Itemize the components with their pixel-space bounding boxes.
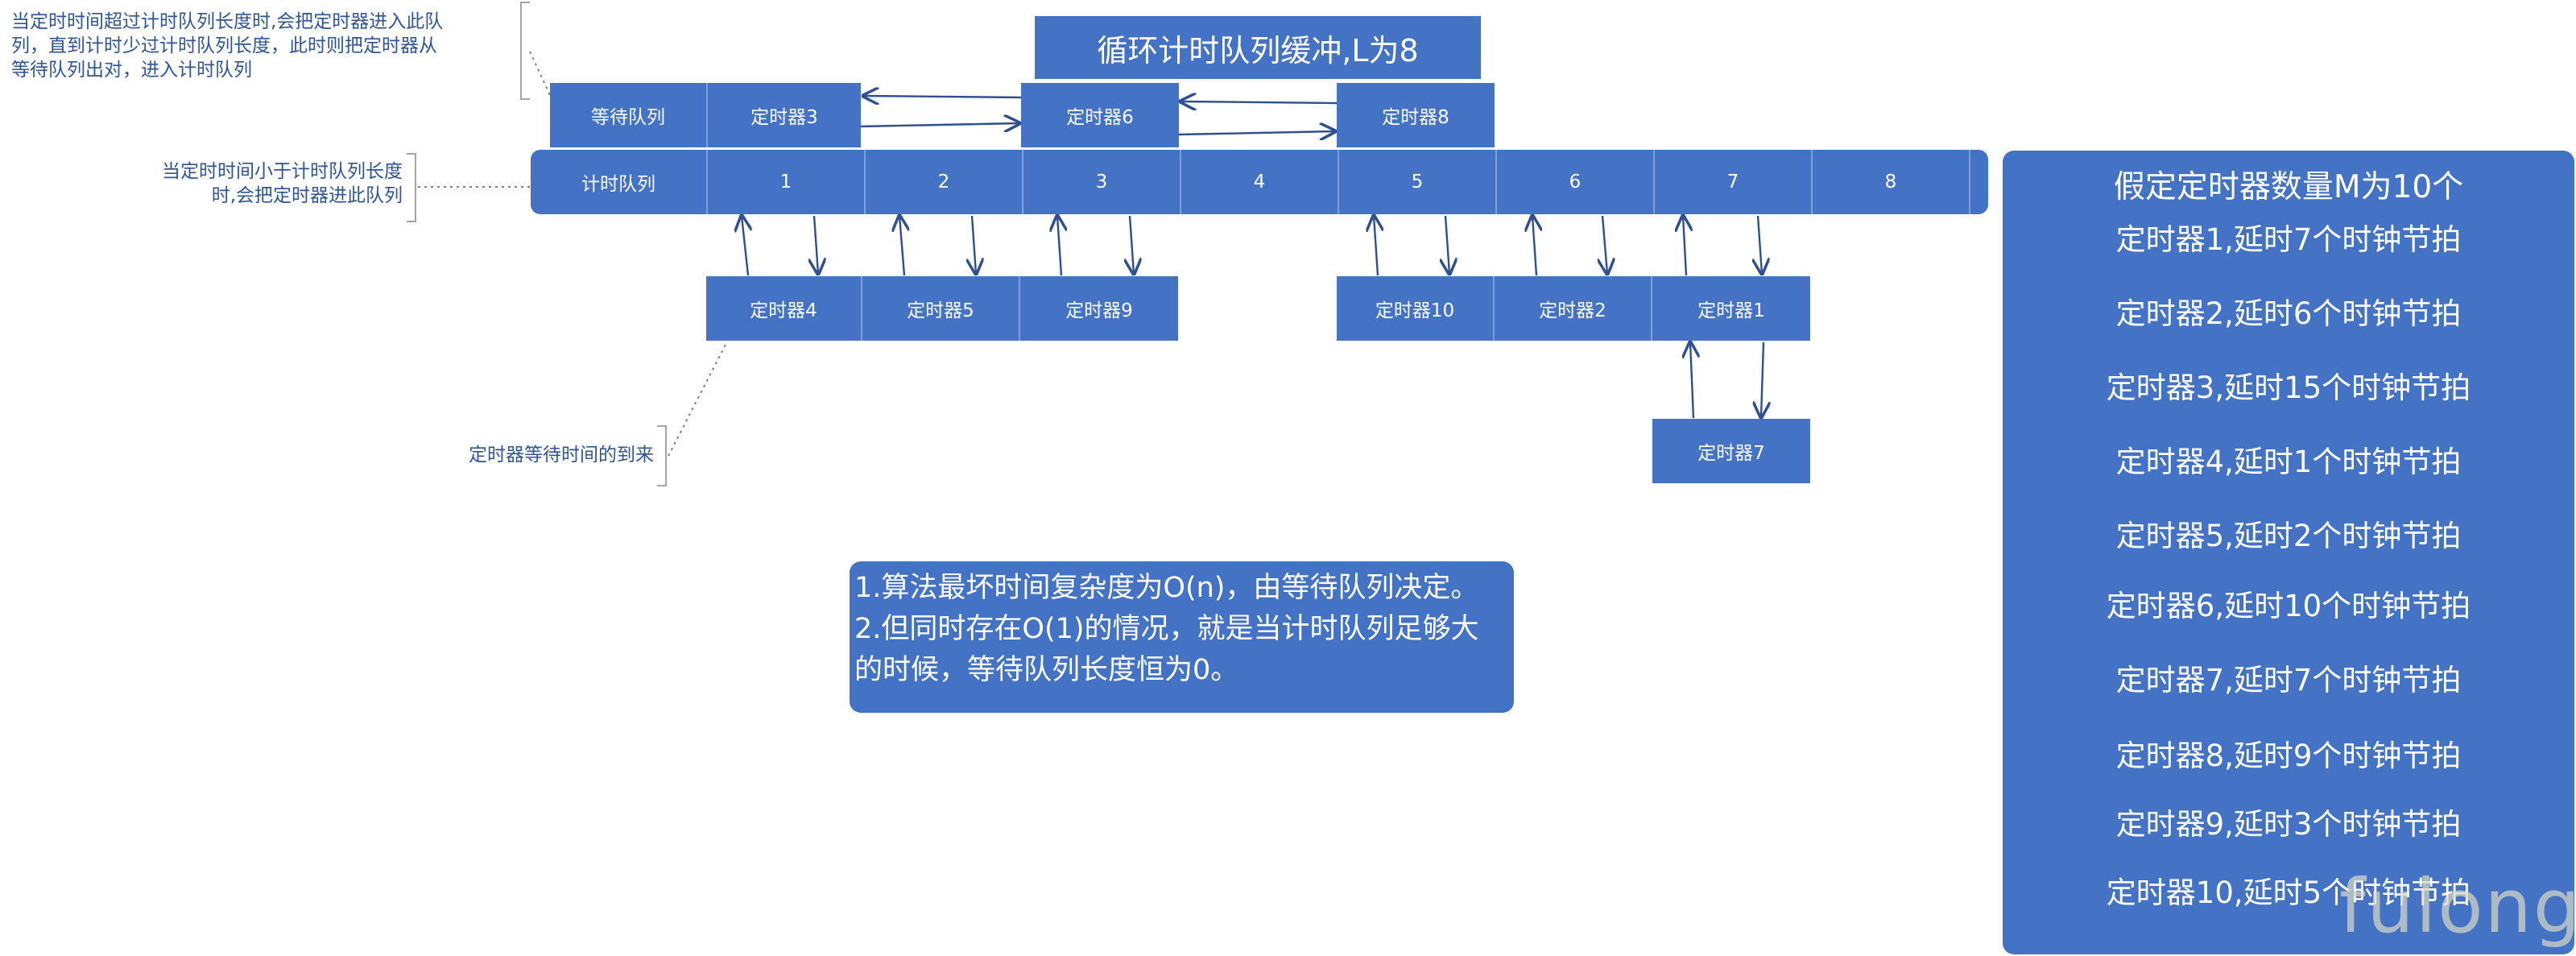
timer-slot-number: 6 [1569, 172, 1582, 192]
link-arrow [1602, 215, 1607, 274]
link-arrow [1532, 216, 1536, 276]
slot-timer-label: 定时器2 [1539, 300, 1606, 321]
timer-slot-2: 2 [866, 150, 1023, 214]
assumption-line: 定时器3,延时15个时钟节拍 [2106, 370, 2471, 405]
complexity-note-box: 1.算法最坏时间复杂度为O(n)，由等待队列决定。 2.但同时存在O(1)的情况… [850, 561, 1514, 713]
slot-timer: 定时器4 [706, 276, 862, 341]
wait-queue-item-label: 定时器8 [1382, 107, 1449, 128]
timer-note-line: 时,会把定时器进此队列 [211, 185, 403, 206]
link-arrow [1374, 216, 1378, 276]
timer-slot-number: 1 [779, 172, 792, 192]
link-arrow [1130, 215, 1134, 274]
timer-slot-number: 7 [1726, 172, 1739, 192]
link-arrow [1180, 101, 1338, 103]
wait-queue-item: 定时器8 [1337, 83, 1495, 147]
wait-queue-label-text: 等待队列 [591, 107, 665, 128]
slot-timer-label: 定时器10 [1375, 300, 1455, 321]
slot-timer-label: 定时器4 [750, 300, 817, 321]
timer-queue-label-text: 计时队列 [581, 174, 655, 195]
wait-queue-item-label: 定时器3 [750, 107, 818, 128]
link-arrow [899, 216, 904, 276]
link-arrow [972, 215, 976, 274]
arrival-note-bracket [657, 425, 667, 486]
wait-note-line: 当定时时间超过计时队列长度时,会把定时器进入此队 [11, 11, 444, 32]
timer-slot-number: 4 [1253, 172, 1266, 192]
slot-timer-label: 定时器1 [1697, 300, 1765, 321]
wait-note-line: 等待队列出对，进入计时队列 [11, 60, 252, 81]
link-arrow [742, 216, 748, 276]
slot-timer: 定时器1 [1652, 276, 1810, 341]
timer-slot-number: 8 [1884, 172, 1897, 192]
watermark-text: fulong [2339, 863, 2576, 950]
diagram-title-text: 循环计时队列缓冲,L为8 [1097, 32, 1419, 68]
timer-note-bracket [407, 153, 416, 222]
assumption-line: 定时器1,延时7个时钟节拍 [2115, 222, 2462, 257]
wait-queue-label: 等待队列 [550, 83, 708, 147]
assumption-line: 定时器6,延时10个时钟节拍 [2106, 589, 2471, 623]
link-arrow [860, 123, 1019, 126]
timer-slot-3: 3 [1023, 150, 1181, 214]
slot-timer: 定时器7 [1652, 419, 1810, 483]
assumption-line: 定时器8,延时9个时钟节拍 [2115, 739, 2462, 773]
link-arrow [1057, 216, 1061, 276]
assumption-line: 定时器9,延时3个时钟节拍 [2115, 807, 2462, 842]
arrival-note: 定时器等待时间的到来 [378, 443, 654, 467]
slot-timer: 定时器10 [1337, 276, 1495, 341]
assumption-line: 定时器4,延时1个时钟节拍 [2115, 445, 2462, 479]
assumptions-heading: 假定定时器数量M为10个 [2113, 169, 2464, 205]
wait-note: 当定时时间超过计时队列长度时,会把定时器进入此队 列，直到计时少过计时队列长度，… [11, 10, 519, 82]
timer-slot-number: 2 [937, 172, 950, 192]
wait-queue-item: 定时器6 [1021, 83, 1179, 147]
diagram-title: 循环计时队列缓冲,L为8 [1035, 16, 1481, 79]
link-arrow [1445, 215, 1449, 274]
timer-slot-5: 5 [1339, 150, 1497, 214]
timer-slot-number: 3 [1095, 172, 1108, 192]
slot-timer: 定时器5 [862, 276, 1020, 341]
assumption-line: 定时器5,延时2个时钟节拍 [2115, 519, 2462, 553]
leader-line [668, 342, 727, 457]
wait-queue-item-label: 定时器6 [1066, 107, 1134, 128]
timer-slot-8: 8 [1813, 150, 1970, 214]
slot-timer-label: 定时器5 [907, 300, 974, 321]
timer-note-line: 当定时时间小于计时队列长度 [162, 161, 403, 182]
link-arrow [863, 96, 1022, 97]
timer-note: 当定时时间小于计时队列长度 时,会把定时器进此队列 [81, 159, 403, 208]
timer-slot-1: 1 [708, 150, 866, 214]
assumption-line: 定时器7,延时7个时钟节拍 [2115, 663, 2462, 697]
link-arrow [1761, 341, 1764, 417]
timer-slot-4: 4 [1181, 150, 1339, 214]
complexity-note-line: 的时候，等待队列长度恒为0。 [854, 654, 1239, 686]
wait-note-line: 列，直到计时少过计时队列长度，此时则把定时器从 [11, 35, 437, 56]
timer-slot-number: 5 [1411, 172, 1424, 192]
leader-line [529, 51, 551, 96]
slot-timer-label: 定时器9 [1065, 300, 1133, 321]
assumption-line: 定时器10,延时5个时钟节拍 [2106, 875, 2471, 910]
wait-queue-item: 定时器3 [708, 83, 861, 147]
link-arrow [1690, 342, 1693, 419]
timer-queue-bar: 计时队列 1 2 3 4 5 6 7 8 [531, 150, 1988, 214]
assumptions-panel: 假定定时器数量M为10个 定时器1,延时7个时钟节拍 定时器2,延时6个时钟节拍… [2003, 151, 2574, 954]
slot-timer: 定时器2 [1495, 276, 1652, 341]
timer-slot-7: 7 [1655, 150, 1813, 214]
slot-timer-label: 定时器7 [1697, 443, 1765, 464]
assumption-line: 定时器2,延时6个时钟节拍 [2115, 296, 2462, 331]
link-arrow [1758, 215, 1762, 274]
watermark-logo: fulong [2339, 863, 2576, 950]
slot-timer: 定时器9 [1020, 276, 1178, 341]
link-arrow [1683, 216, 1686, 276]
arrival-note-text: 定时器等待时间的到来 [469, 445, 654, 466]
link-arrow [1178, 131, 1335, 135]
complexity-note-line: 1.算法最坏时间复杂度为O(n)，由等待队列决定。 [854, 572, 1479, 604]
timer-queue-label: 计时队列 [531, 150, 708, 214]
wait-note-bracket [520, 2, 530, 100]
complexity-note-line: 2.但同时存在O(1)的情况，就是当计时队列足够大 [854, 613, 1479, 645]
link-arrow [814, 215, 818, 274]
timer-slot-6: 6 [1497, 150, 1655, 214]
